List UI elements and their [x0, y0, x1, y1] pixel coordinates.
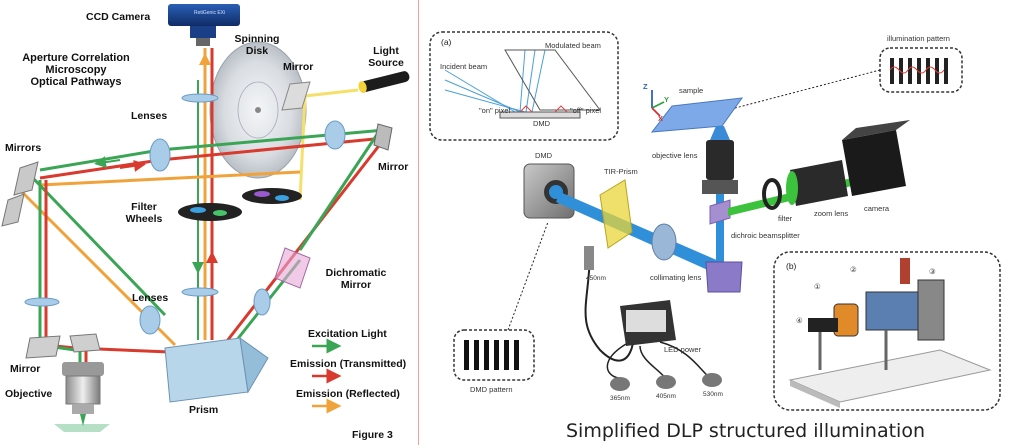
inset-a-on-pixel: "on" pixel — [479, 106, 511, 115]
prism-label: Prism — [189, 404, 219, 416]
led-power-shape — [620, 300, 676, 346]
mirror-bottom — [25, 335, 61, 359]
lens-left-low — [24, 297, 60, 307]
axis-x-label: X — [658, 114, 664, 123]
figure-caption: Simplified DLP structured illumination — [566, 420, 926, 442]
legend-reflected-label: Emission (Reflected) — [296, 388, 400, 400]
left-title-line-3: Optical Pathways — [30, 76, 122, 89]
dmd-label: DMD — [535, 151, 553, 160]
objective-lens-label: objective lens — [652, 151, 698, 160]
led-405-shape — [656, 375, 676, 389]
mirrors-left-label: Mirrors — [5, 142, 42, 154]
inset-a-tag: (a) — [441, 37, 452, 47]
lens-mid-3 — [253, 288, 271, 316]
dichromatic-mirror-label: Dichromatic Mirror — [316, 267, 396, 291]
collimating-lens-label: collimating lens — [650, 273, 702, 282]
inset-b-marker-1: ① — [814, 282, 821, 291]
panel-divider — [418, 0, 419, 445]
fiber-450-label: 450nm — [586, 275, 606, 282]
camera-label: camera — [864, 204, 890, 213]
mirror-right — [373, 123, 393, 151]
light-source-label: Light Source — [366, 45, 406, 69]
mirror-top-label: Mirror — [283, 61, 314, 73]
dmd-pattern-label: DMD pattern — [470, 385, 513, 394]
lens-top — [181, 93, 219, 103]
lens-left — [149, 138, 171, 172]
axis-y-label: Y — [664, 95, 670, 104]
filter-wheels-label-line-2: Wheels — [125, 212, 163, 225]
ccd-camera-shape — [168, 4, 240, 46]
ccd-camera-label: CCD Camera — [86, 11, 151, 23]
camera-brand-label: RetiGenic EXi — [194, 10, 226, 16]
filter-shape — [762, 178, 782, 210]
mirror-right-label: Mirror — [378, 161, 409, 173]
prism-shape — [164, 337, 249, 403]
light-source-label-line-2: Source — [368, 56, 404, 69]
left-title-line-1: Aperture Correlation — [22, 52, 130, 64]
mirror-top — [281, 81, 311, 111]
collimating-lens-shape — [651, 223, 677, 261]
objective-lens-shape — [702, 126, 738, 194]
objective-label: Objective — [5, 388, 53, 400]
dmd-shape — [523, 163, 575, 219]
mirror-left-1 — [13, 161, 39, 196]
led-365-shape — [610, 377, 630, 391]
filter-wheels-label: Filter Wheels — [118, 201, 170, 225]
legend-transmitted-label: Emission (Transmitted) — [290, 358, 407, 370]
zoom-lens-shape — [786, 160, 848, 206]
filter-wheel-2 — [242, 188, 302, 204]
filter-wheels-label-line-1: Filter — [131, 201, 157, 213]
inset-b-marker-2: ② — [850, 265, 857, 274]
inset-a-off-pixel: "off" pixel — [570, 106, 602, 115]
inset-a-modulated-beam: Modulated beam — [545, 41, 601, 50]
inset-b-marker-3: ③ — [929, 267, 936, 276]
objective-shape — [54, 362, 110, 432]
led-365-label: 365nm — [610, 395, 630, 402]
lenses-mid-label: Lenses — [132, 292, 169, 304]
mirror-left-2 — [1, 193, 25, 227]
led-405-label: 405nm — [656, 393, 676, 400]
inset-a-incident-beam: Incident beam — [440, 62, 488, 71]
inset-a-dmd: DMD — [533, 119, 551, 128]
left-title-line-2: Microscopy — [45, 64, 107, 77]
filter-label: filter — [778, 214, 793, 223]
spinning-disk-label-line-1: Spinning — [234, 33, 280, 45]
left-title: Aperture Correlation Microscopy Optical … — [16, 52, 136, 88]
light-source-label-line-1: Light — [373, 45, 399, 57]
dichromatic-mirror-shape — [274, 247, 311, 289]
lens-mid-2 — [139, 305, 161, 335]
sample-label: sample — [679, 86, 704, 95]
mirror-bottom-2 — [69, 333, 101, 353]
mirror-bottom-label: Mirror — [10, 363, 41, 375]
illumination-pattern-label: illumination pattern — [887, 34, 950, 43]
led-530-shape — [702, 373, 722, 387]
spinning-disk-label: Spinning Disk — [232, 33, 282, 57]
spinning-disk-label-line-2: Disk — [245, 44, 269, 57]
lens-right — [324, 120, 346, 150]
left-optical-diagram — [1, 4, 410, 432]
zoom-lens-label: zoom lens — [814, 209, 849, 218]
lenses-top-label: Lenses — [131, 110, 168, 122]
figure-label: Figure 3 — [352, 429, 393, 441]
camera-shape — [842, 120, 910, 196]
dichroic-shape — [709, 199, 731, 225]
dichroic-beamsplitter-label: dichroic beamsplitter — [731, 231, 800, 240]
tir-prism-shape — [599, 179, 633, 249]
right-optical-diagram — [429, 31, 1001, 411]
dichromatic-mirror-label-line-1: Dichromatic — [325, 267, 387, 279]
inset-b-tag: (b) — [786, 261, 797, 271]
light-source-shape — [358, 71, 410, 93]
legend-excitation-label: Excitation Light — [308, 328, 387, 340]
dichromatic-mirror-label-line-2: Mirror — [340, 278, 372, 291]
lens-mid-1 — [181, 287, 219, 297]
led-530-label: 530nm — [703, 391, 723, 398]
axes-icon — [651, 90, 665, 117]
led-power-label: LED power — [664, 345, 702, 354]
filter-wheel-1 — [178, 203, 242, 221]
inset-b-marker-4: ④ — [796, 316, 803, 325]
tir-prism-label: TIR-Prism — [604, 167, 638, 176]
axis-z-label: Z — [643, 82, 648, 91]
